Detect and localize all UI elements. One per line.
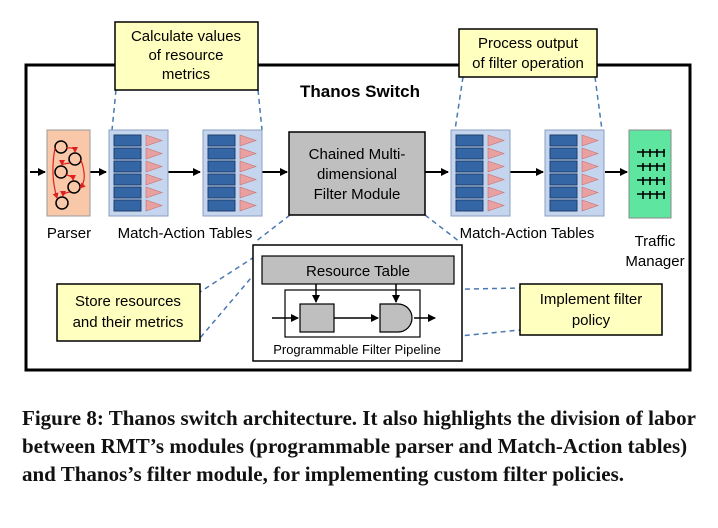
resource-table [261, 255, 455, 285]
action-arrow [581, 186, 599, 199]
table-row-block [455, 173, 484, 186]
switch-title: Thanos Switch [300, 82, 420, 101]
table-row-block [113, 134, 142, 147]
table-row-block [455, 199, 484, 212]
callout-store: Store resources and their metrics [56, 283, 201, 342]
table-row-block [549, 199, 578, 212]
action-arrow [581, 147, 599, 160]
action-arrow [145, 186, 163, 199]
table-row-block [549, 134, 578, 147]
match-action-table-stack [544, 129, 605, 217]
table-row-block [455, 147, 484, 160]
callout-process-line2: of filter operation [472, 55, 584, 72]
table-row-block [455, 134, 484, 147]
callout-process: Process output of filter operation [458, 28, 598, 78]
action-arrow [145, 134, 163, 147]
action-arrow [487, 186, 505, 199]
action-arrow [239, 173, 257, 186]
switch-outline [24, 63, 692, 372]
filter-pipeline-label: Programmable Filter Pipeline [273, 342, 441, 357]
action-arrow [239, 186, 257, 199]
table-row-block [207, 160, 236, 173]
callout-process-line1: Process output [478, 35, 579, 52]
filter-module-line1: Chained Multi- [309, 146, 406, 163]
table-row-block [113, 173, 142, 186]
filter-module-line2: dimensional [317, 166, 397, 183]
callout-calculate-line2: of resource [148, 47, 223, 64]
action-arrow [239, 199, 257, 212]
callout-calculate-line3: metrics [162, 66, 210, 83]
dashed-connectors [111, 76, 603, 341]
traffic-manager-line2: Manager [625, 253, 684, 270]
action-arrow [581, 134, 599, 147]
table-row-block [113, 147, 142, 160]
parser-block [46, 129, 91, 217]
table-row-block [207, 186, 236, 199]
match-action-table-stack [108, 129, 169, 217]
resource-table-label: Resource Table [306, 263, 410, 280]
action-arrow [145, 173, 163, 186]
filter-stage-gate [379, 303, 413, 333]
table-row-block [207, 199, 236, 212]
action-arrow [145, 199, 163, 212]
action-arrow [487, 147, 505, 160]
action-arrow [487, 199, 505, 212]
callout-implement: Implement filter policy [519, 283, 663, 336]
table-row-block [455, 160, 484, 173]
table-row-block [113, 160, 142, 173]
action-arrow [487, 160, 505, 173]
callout-implement-line2: policy [572, 312, 611, 329]
parser-label: Parser [47, 225, 91, 242]
figure-caption: Figure 8: Thanos switch architecture. It… [22, 406, 696, 486]
action-arrow [581, 199, 599, 212]
filter-module: Chained Multi- dimensional Filter Module [288, 131, 426, 216]
match-action-left-label: Match-Action Tables [118, 225, 253, 242]
match-action-table-stack [450, 129, 511, 217]
table-row-block [207, 134, 236, 147]
table-row-block [455, 186, 484, 199]
match-action-tables [108, 129, 605, 217]
action-arrow [581, 173, 599, 186]
callout-store-line2: and their metrics [73, 314, 184, 331]
action-arrow [487, 173, 505, 186]
action-arrow [239, 147, 257, 160]
callout-store-line1: Store resources [75, 293, 181, 310]
filter-module-line3: Filter Module [314, 186, 401, 203]
table-row-block [549, 173, 578, 186]
table-row-block [549, 147, 578, 160]
table-row-block [549, 186, 578, 199]
table-row-block [207, 173, 236, 186]
action-arrow [581, 160, 599, 173]
callout-calculate: Calculate values of resource metrics [114, 21, 259, 91]
table-row-block [113, 186, 142, 199]
traffic-manager [628, 129, 672, 219]
action-arrow [239, 160, 257, 173]
match-action-right-label: Match-Action Tables [460, 225, 595, 242]
architecture-diagram: Thanos Switch Calculate values of resour… [24, 21, 692, 372]
match-action-table-stack [202, 129, 263, 217]
filter-detail: Resource Table Programmable Filter Pipel… [252, 244, 463, 362]
table-row-block [549, 160, 578, 173]
action-arrow [145, 147, 163, 160]
table-row-block [113, 199, 142, 212]
filter-stage-square [299, 303, 335, 333]
callout-calculate-line1: Calculate values [131, 28, 241, 45]
table-row-block [207, 147, 236, 160]
action-arrow [145, 160, 163, 173]
traffic-manager-line1: Traffic [635, 233, 676, 250]
callout-implement-line1: Implement filter [540, 291, 643, 308]
action-arrow [239, 134, 257, 147]
action-arrow [487, 134, 505, 147]
